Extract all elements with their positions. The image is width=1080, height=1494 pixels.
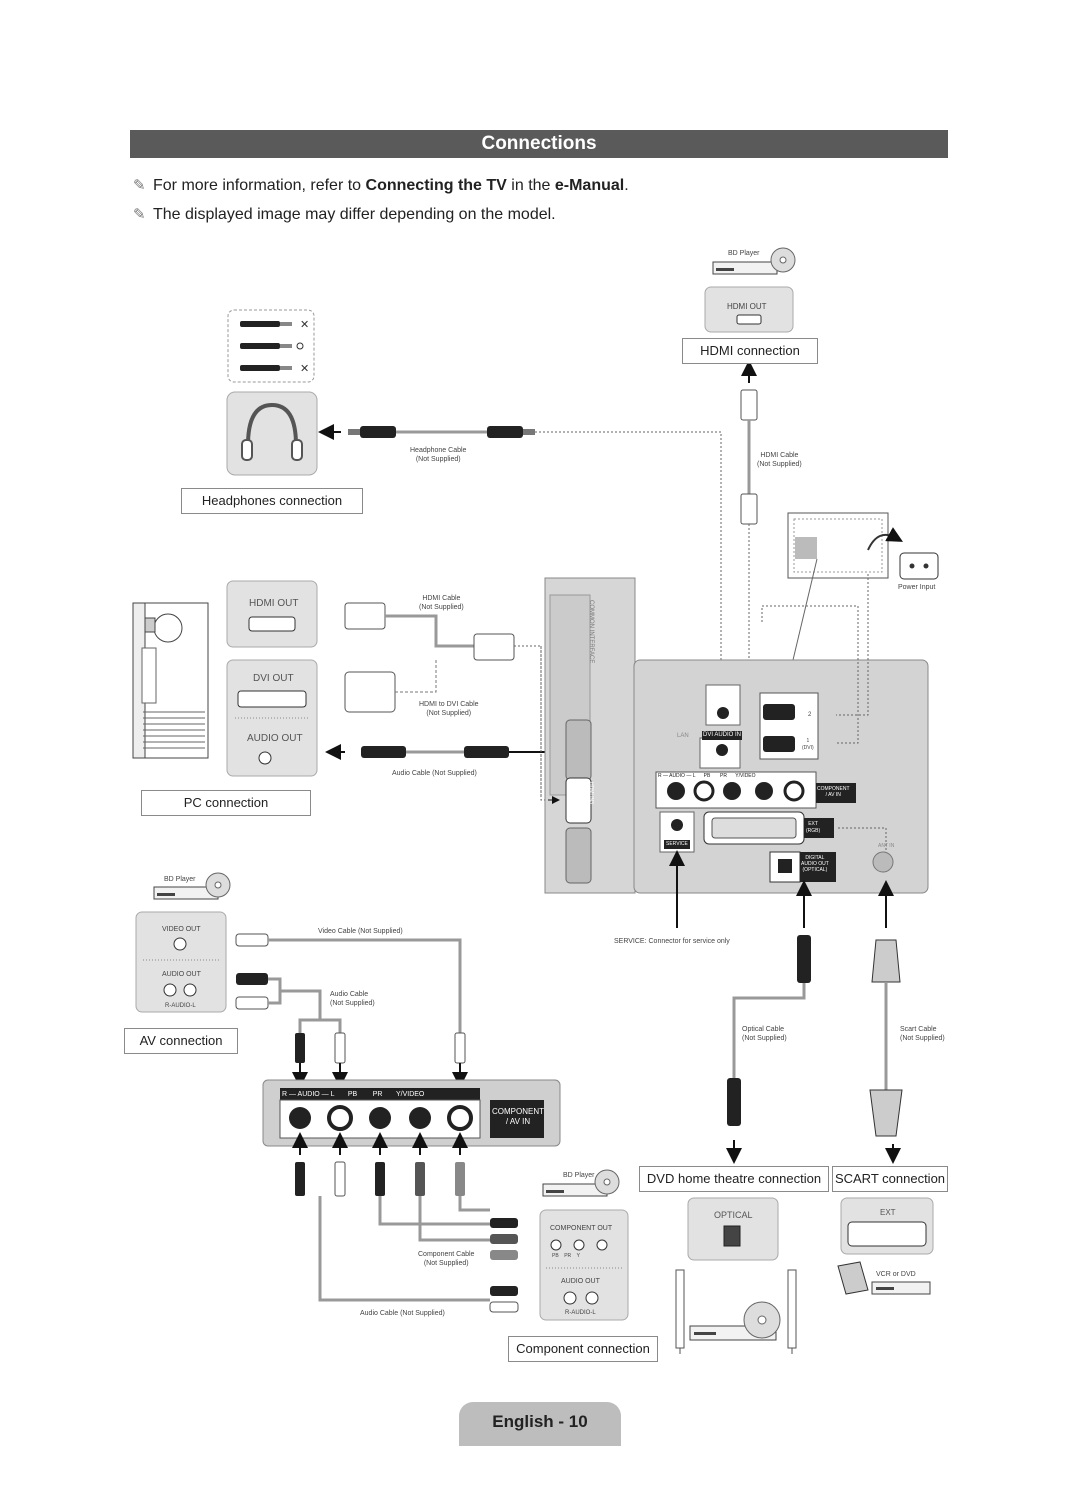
component-row-label: R — AUDIO — L PB PR Y/VIDEO: [658, 773, 756, 779]
av-output-panel: [135, 911, 227, 1013]
pc-tower-icon: [132, 602, 209, 759]
hdmi-plug-icon: [740, 389, 758, 421]
audio-plug-icon: [361, 746, 406, 758]
power-input-label: Power Input: [898, 584, 936, 591]
pc-dvi-out-label: DVI OUT: [253, 673, 294, 684]
pc-audio-out-label: AUDIO OUT: [247, 733, 303, 744]
bd-player-icon: [542, 1169, 620, 1197]
hdmi-out-label: HDMI OUT: [727, 302, 767, 311]
bd-player-label: BD Player: [728, 250, 760, 257]
hdmi-cable-pc-label: HDMI Cable (Not Supplied): [419, 595, 464, 611]
dvd-home-theatre-connection-label: DVD home theatre connection: [639, 1166, 829, 1192]
big-component-row-label: R — AUDIO — L PB PR Y/VIDEO: [282, 1091, 425, 1098]
video-cable-label: Video Cable (Not Supplied): [318, 928, 403, 935]
headphones-connection-label: Headphones connection: [181, 488, 363, 514]
optical-plug-icon: [797, 935, 811, 983]
note-link-connecting: Connecting the TV: [365, 177, 507, 194]
home-theatre-icon: [675, 1269, 797, 1354]
hdmi-out-panel: [704, 286, 794, 333]
hdmi-in3-label: HDMI IN3: [588, 782, 594, 804]
bd-player-icon: [712, 247, 796, 275]
component-connection-label: Component connection: [508, 1336, 658, 1362]
av-video-out-label: VIDEO OUT: [162, 926, 201, 933]
note-image-differs: ✎ The displayed image may differ dependin…: [133, 205, 556, 224]
component-out-label: COMPONENT OUT: [550, 1225, 613, 1232]
x-mark-icon: ✕: [300, 363, 309, 375]
component-audio-out-label: AUDIO OUT: [561, 1278, 600, 1285]
bd-player-comp-label: BD Player: [563, 1172, 595, 1179]
service-label: SERVICE: [664, 840, 690, 849]
usb-slot-icon: [565, 719, 592, 781]
hdmi-in-label: HDMI IN: [766, 696, 789, 702]
pc-connection-label: PC connection: [141, 790, 311, 816]
optical-port-icon: [723, 1225, 741, 1247]
common-interface-label: COMMON INTERFACE: [588, 600, 594, 664]
hdmi-plug-icon: [344, 602, 386, 630]
scart-connection-label: SCART connection: [832, 1166, 948, 1192]
service-port-icon: [671, 819, 683, 831]
headphone-plug-icon: [360, 426, 396, 438]
component-av-in-label: COMPONENT / AV IN: [817, 786, 850, 798]
ext-rgb-label: EXT (RGB): [806, 821, 821, 834]
jack-plug-icon: [240, 321, 292, 371]
audio-jack-icon: [258, 751, 272, 765]
dvi-audio-in-label: DVI AUDIO IN: [702, 731, 743, 740]
vcr-icon: [837, 1261, 931, 1295]
av-raudio-l-label: R-AUDIO-L: [165, 1003, 196, 1009]
component-pb-pr-y-label: PB PR Y: [552, 1253, 580, 1259]
pencil-icon: ✎: [133, 206, 146, 223]
page-number-tab: English - 10: [459, 1402, 621, 1446]
dvi-plug-icon: [344, 671, 396, 713]
power-socket-icon: [899, 552, 939, 580]
note-more-info: ✎ For more information, refer to Connecti…: [133, 176, 629, 195]
scart-plug-icon: [871, 939, 901, 983]
lan-label: LAN: [677, 733, 689, 739]
component-out-panel: [539, 1209, 629, 1321]
note-text: The displayed image may differ depending…: [153, 206, 556, 223]
hdmi-2-label: 2: [808, 712, 812, 718]
vcr-or-dvd-label: VCR or DVD: [876, 1271, 916, 1278]
hdmi-cable-label: HDMI Cable (Not Supplied): [757, 452, 802, 468]
note-text: For more information, refer to: [153, 177, 366, 194]
service-note: SERVICE: Connector for service only: [614, 938, 730, 945]
pencil-icon: ✎: [133, 177, 146, 194]
headphones-icon: [246, 402, 298, 446]
bd-player-av-label: BD Player: [164, 876, 196, 883]
digital-audio-out-label: DIGITAL AUDIO OUT (OPTICAL): [801, 855, 829, 873]
x-mark-icon: ✕: [300, 319, 309, 331]
headphone-cable-label: Headphone Cable (Not Supplied): [410, 447, 467, 463]
note-text: in the: [506, 177, 555, 194]
optical-port-icon: [778, 859, 792, 873]
optical-cable-label: Optical Cable (Not Supplied): [742, 1026, 787, 1042]
av-connection-label: AV connection: [124, 1028, 238, 1054]
hdmi-1-dvi-label: 1 (DVI): [802, 738, 814, 751]
hdmi-connection-label: HDMI connection: [682, 338, 818, 364]
rca-plug-icon: [235, 933, 269, 947]
pc-hdmi-out-label: HDMI OUT: [249, 598, 299, 609]
audio-cable-comp-label: Audio Cable (Not Supplied): [360, 1310, 445, 1317]
dvi-port-icon: [237, 690, 307, 708]
optical-panel-label: OPTICAL: [714, 1210, 753, 1220]
audio-cable-av-label: Audio Cable (Not Supplied): [330, 991, 375, 1007]
ant-in-icon: [872, 851, 894, 873]
audio-cable-pc-label: Audio Cable (Not Supplied): [392, 770, 477, 777]
section-title: Connections: [130, 130, 948, 158]
note-link-emanual: e-Manual: [554, 177, 625, 194]
bd-player-icon: [153, 872, 231, 900]
component-cable-label: Component Cable (Not Supplied): [418, 1251, 475, 1267]
scart-cable-label: Scart Cable (Not Supplied): [900, 1026, 945, 1042]
ant-in-label: ANT IN: [878, 843, 895, 849]
hdmi-port-icon: [736, 314, 762, 325]
hdmi-to-dvi-cable-label: HDMI to DVI Cable (Not Supplied): [419, 701, 479, 717]
ok-mark-icon: [296, 342, 304, 350]
component-raudio-l-label: R-AUDIO-L: [565, 1310, 596, 1316]
big-component-av-in-label: COMPONENT / AV IN: [492, 1107, 544, 1126]
hdmi-in3-port: [565, 777, 592, 824]
headphone-jack-icon: [717, 707, 729, 719]
ext-panel-label: EXT: [880, 1208, 896, 1217]
note-text: .: [624, 177, 629, 194]
pc-hdmi-out-panel: [226, 580, 318, 648]
av-audio-out-label: AUDIO OUT: [162, 971, 201, 978]
